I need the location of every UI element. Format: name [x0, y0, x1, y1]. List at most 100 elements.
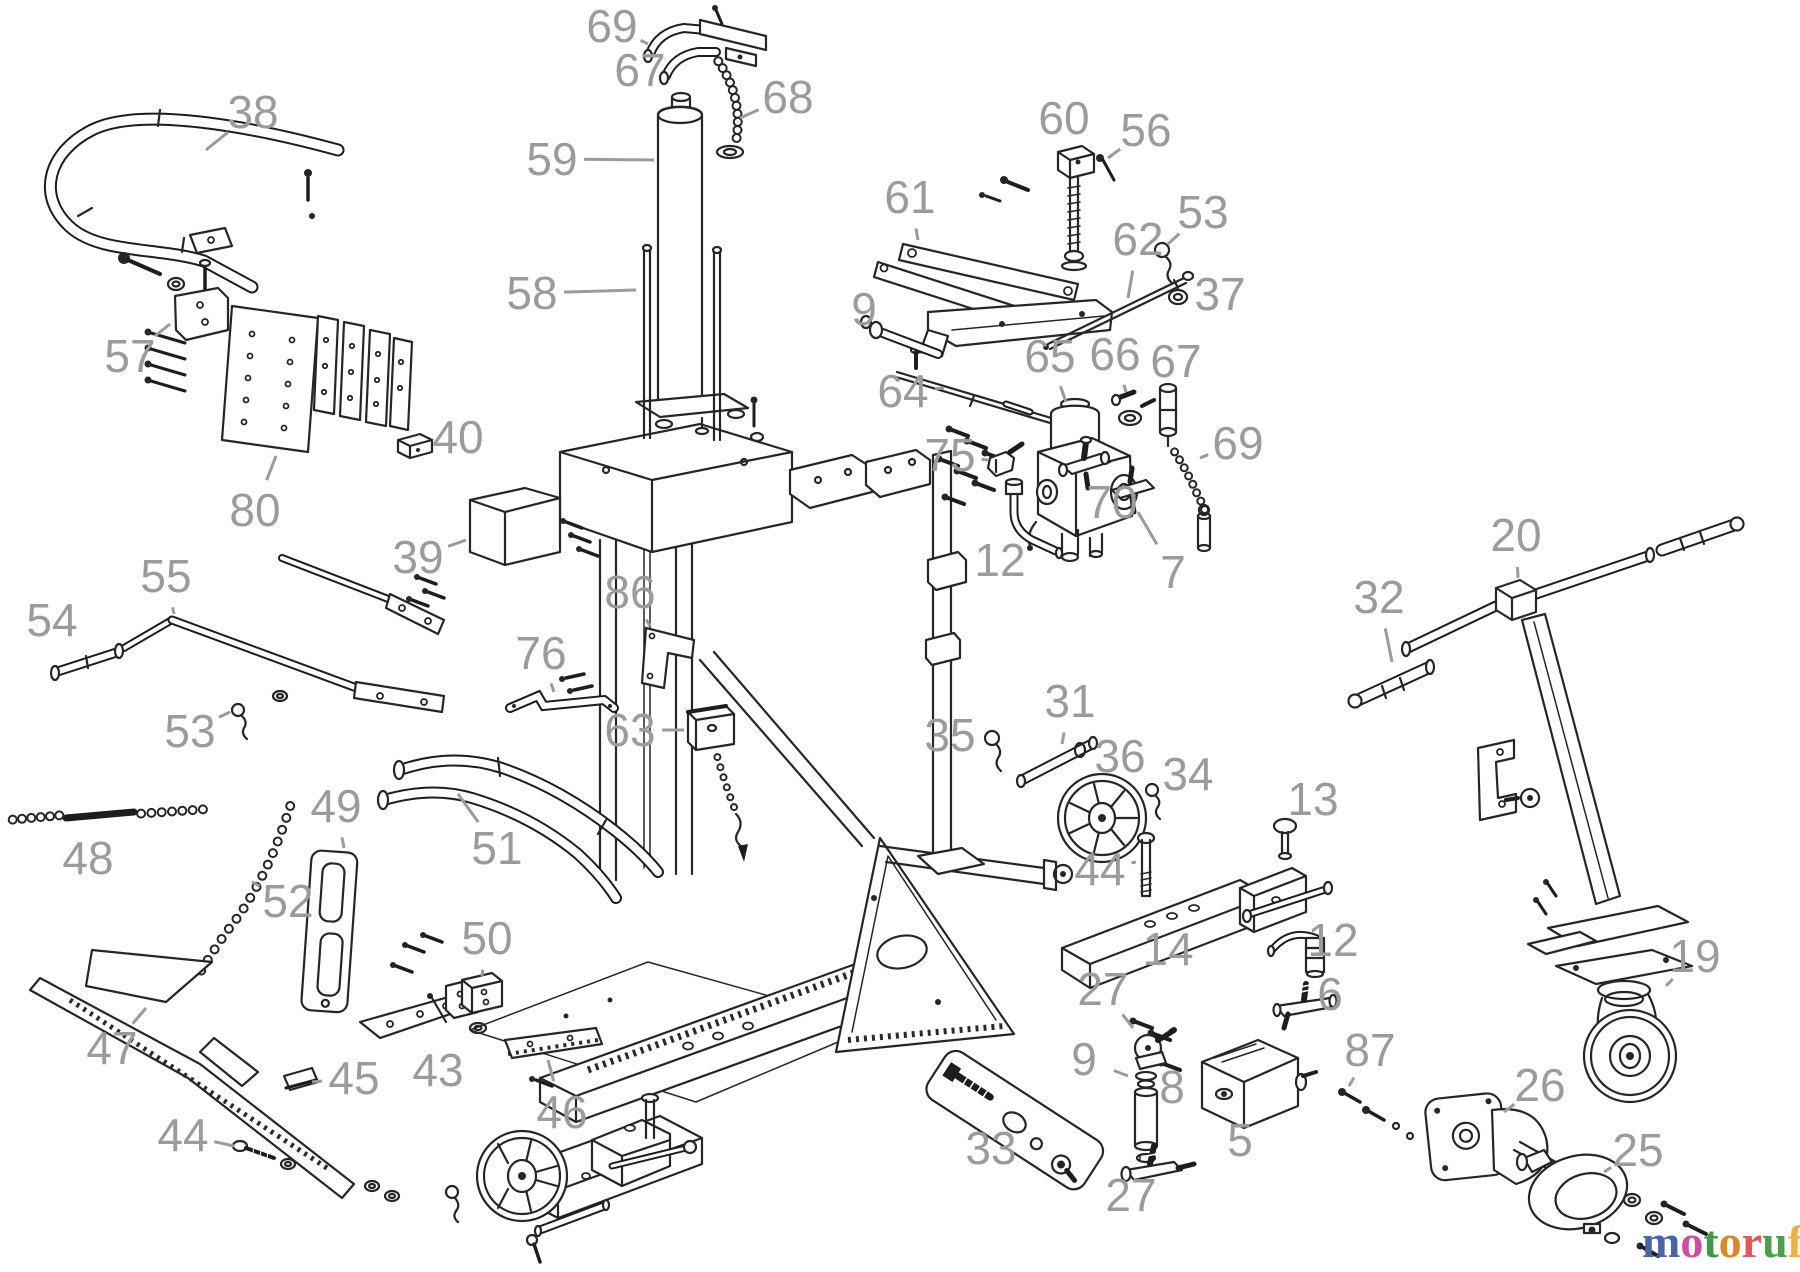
part-53-r-clip-left: [230, 689, 289, 741]
chain-link: [272, 836, 283, 847]
leader-line-38: [205, 130, 230, 152]
chain-link: [285, 801, 296, 811]
part-66-fitting: [1110, 389, 1156, 427]
part-51-bent-handle: [376, 754, 664, 904]
leader-line-51: [456, 793, 480, 823]
leader-line-57: [154, 322, 171, 338]
part-32-grip: [1347, 658, 1436, 709]
chain-link: [223, 923, 234, 934]
chain-link: [713, 56, 724, 67]
chain-link: [54, 810, 65, 821]
part-label-63: 63: [604, 704, 655, 756]
chain-link: [716, 763, 725, 772]
part-label-50: 50: [461, 912, 512, 964]
part-59-cylinder: [634, 91, 750, 436]
part-5-gear-pump: [1129, 1017, 1318, 1130]
part-label-37: 37: [1194, 268, 1245, 320]
part-9-tube-top: [859, 314, 943, 359]
chain-link: [713, 753, 722, 762]
leader-line-66: [1122, 384, 1128, 393]
leader-line-39: [447, 538, 467, 548]
chain-link: [731, 100, 742, 111]
chain-link: [726, 793, 735, 802]
part-40-clamp: [396, 432, 434, 460]
part-label-52: 52: [262, 875, 313, 927]
frame-hitch-clevis: [590, 1092, 698, 1188]
part-60-threaded-rod: [979, 144, 1096, 272]
leader-line-58: [563, 288, 637, 294]
part-label-69: 69: [1212, 417, 1263, 469]
part-55-y-arm: [120, 554, 446, 714]
leader-line-19: [1664, 977, 1674, 988]
leader-line-76: [549, 682, 556, 693]
chain-link: [209, 944, 220, 955]
chain-link: [1188, 479, 1198, 489]
part-label-69: 69: [586, 0, 637, 52]
part-label-36: 36: [1094, 730, 1145, 782]
leader-line-26: [1503, 1102, 1516, 1114]
chain-link: [216, 934, 227, 944]
part-13-knob-pin: [1272, 817, 1298, 861]
leader-line-61: [914, 228, 920, 241]
part-label-86: 86: [604, 566, 655, 618]
chain-link: [187, 805, 198, 816]
chain-link: [731, 133, 742, 143]
part-56-screw: [1096, 154, 1116, 182]
leader-line-7: [1136, 511, 1159, 546]
part-label-32: 32: [1353, 571, 1404, 623]
part-57-mount-hardware: [118, 252, 230, 393]
leader-line-45: [311, 1079, 323, 1084]
part-36-wheel: [1056, 772, 1148, 864]
leader-line-44: [213, 1140, 235, 1148]
part-label-57: 57: [104, 330, 155, 382]
part-label-33: 33: [965, 1122, 1016, 1174]
leader-line-53: [1166, 232, 1181, 246]
part-label-68: 68: [762, 71, 813, 123]
motoruf-watermark: motoruf.de: [1642, 1216, 1800, 1267]
part-label-27: 27: [1105, 1169, 1156, 1221]
chain-link: [245, 892, 256, 903]
part-label-67: 67: [614, 44, 665, 96]
part-12-elbow-hose-bottom: [1266, 931, 1326, 979]
leader-line-31: [1060, 732, 1066, 745]
part-label-59: 59: [526, 133, 577, 185]
frame-top-tray: [558, 396, 932, 554]
leader-line-47: [131, 1007, 148, 1025]
leader-line-68: [739, 108, 760, 120]
chain-link: [45, 811, 55, 822]
chain-link: [1192, 488, 1202, 498]
part-label-35: 35: [924, 709, 975, 761]
part-label-44: 44: [157, 1109, 208, 1161]
part-50-hinge-bracket: [390, 932, 504, 1035]
chain-link: [146, 807, 157, 818]
part-38-handle-bow: [43, 108, 345, 294]
frame-road-wheel: [363, 1129, 569, 1224]
leader-line-87: [1347, 1076, 1356, 1087]
chain-link: [267, 848, 278, 859]
part-label-47: 47: [86, 1022, 137, 1074]
part-label-76: 76: [515, 627, 566, 679]
leader-line-53: [218, 710, 231, 719]
part-47-skid: [28, 948, 356, 1200]
part-76-u-strap: [505, 672, 619, 713]
part-63-latch: [686, 704, 748, 862]
chain-link: [177, 805, 188, 816]
leader-line-20: [1516, 566, 1520, 579]
part-label-64: 64: [877, 365, 928, 417]
part-label-44: 44: [1074, 843, 1125, 895]
chain-link: [167, 806, 177, 817]
leader-line-46: [546, 1059, 556, 1082]
part-label-12: 12: [974, 534, 1025, 586]
part-label-20: 20: [1490, 509, 1541, 561]
part-label-75: 75: [924, 429, 975, 481]
chain-link: [197, 804, 208, 815]
part-label-6: 6: [1317, 968, 1343, 1020]
part-14-hitch-tube: [1060, 866, 1334, 990]
chain-link: [238, 903, 249, 914]
leader-line-32: [1383, 628, 1394, 663]
chain-link: [730, 803, 738, 812]
part-label-34: 34: [1162, 748, 1213, 800]
chain-link: [231, 913, 242, 924]
part-87-screws: [1338, 1088, 1415, 1141]
part-39-cover-box: [406, 486, 600, 608]
